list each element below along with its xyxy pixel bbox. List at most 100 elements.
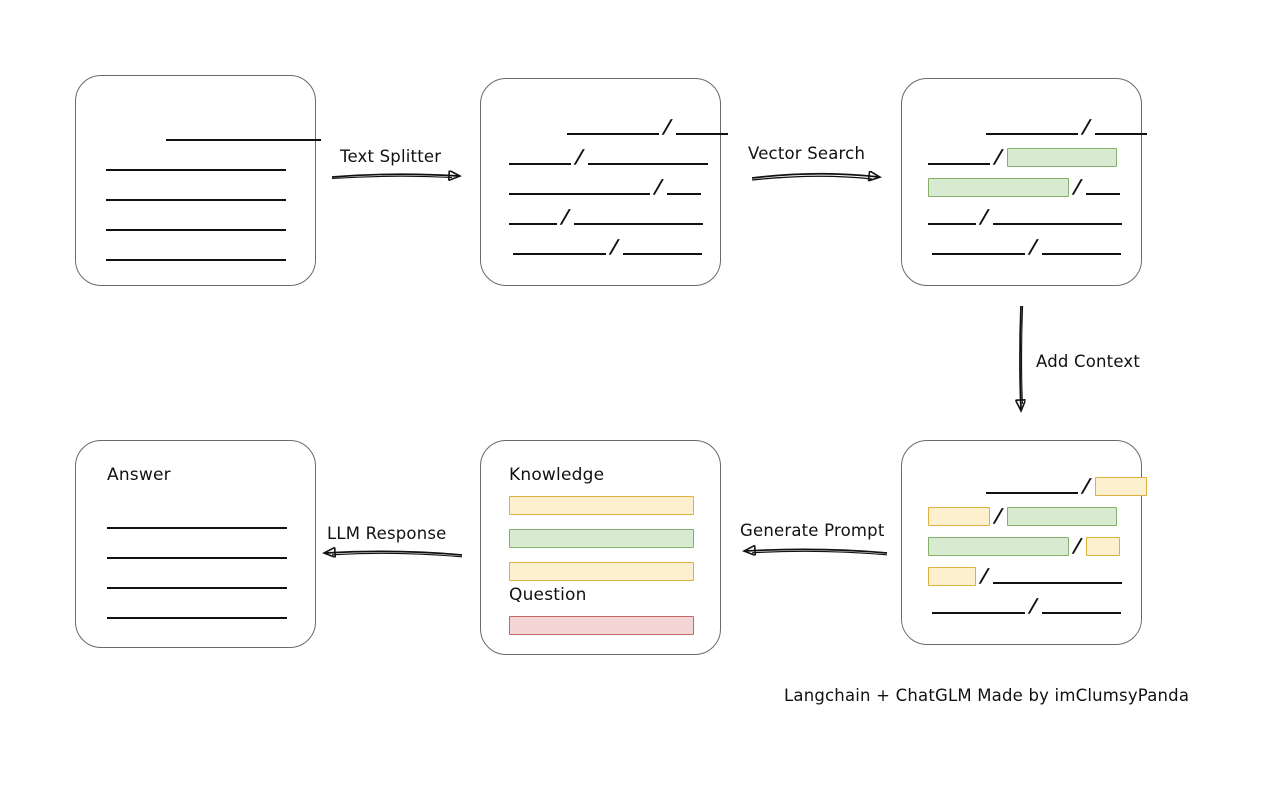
text-line-segment — [106, 217, 286, 231]
text-line-segment — [509, 181, 650, 195]
chunk-separator-slash: / — [980, 206, 989, 228]
highlight-chip-yellow — [928, 566, 976, 586]
document-row: / — [928, 146, 1141, 168]
card-answer[interactable]: Answer — [75, 440, 316, 648]
text-line-segment — [588, 151, 708, 165]
text-line-segment — [1086, 181, 1120, 195]
highlight-chip-green — [928, 177, 1069, 197]
document-row: / — [928, 475, 1147, 497]
arrow-label-llm-response: LLM Response — [327, 524, 447, 543]
card-context-chunks[interactable]: / / / / / — [901, 440, 1147, 645]
card-split-chunks[interactable]: / / / / / — [480, 78, 728, 286]
text-line-segment — [993, 211, 1122, 225]
highlight-chip-yellow — [928, 506, 990, 526]
document-row: / — [509, 206, 720, 228]
text-line-segment — [986, 121, 1078, 135]
document-row — [106, 123, 321, 143]
text-line-segment — [1042, 600, 1121, 614]
text-line-segment — [928, 211, 976, 225]
chunk-separator-slash: / — [610, 236, 619, 258]
knowledge-heading: Knowledge — [509, 465, 605, 485]
text-line-segment — [106, 247, 286, 261]
footer-credit: Langchain + ChatGLM Made by imClumsyPand… — [784, 686, 1190, 705]
arrow-add-context — [1020, 305, 1023, 410]
chunk-separator-slash: / — [1029, 595, 1038, 617]
text-line-segment — [106, 157, 286, 171]
document-row: / — [928, 505, 1141, 527]
document-row: / — [928, 206, 1141, 228]
chunk-separator-slash: / — [663, 116, 672, 138]
chunk-separator-slash: / — [994, 146, 1003, 168]
knowledge-bar-yellow — [509, 562, 694, 581]
chunk-separator-slash: / — [1029, 236, 1038, 258]
text-line-segment — [107, 605, 287, 619]
text-line-segment — [567, 121, 659, 135]
arrow-label-add-context: Add Context — [1036, 352, 1141, 371]
document-row: / — [928, 535, 1141, 557]
chunk-separator-slash: / — [980, 565, 989, 587]
card-matched-chunks[interactable]: / / / / / — [901, 78, 1147, 286]
knowledge-bar-green — [509, 529, 694, 548]
arrow-label-vector-search: Vector Search — [748, 144, 866, 163]
document-row — [107, 541, 315, 561]
text-line-segment — [986, 480, 1078, 494]
highlight-chip-green — [1007, 147, 1117, 167]
document-row: / — [509, 146, 720, 168]
text-line-segment — [574, 211, 703, 225]
highlight-chip-green — [1007, 506, 1117, 526]
chunk-separator-slash: / — [575, 146, 584, 168]
document-row: / — [928, 565, 1141, 587]
arrow-label-text-splitter: Text Splitter — [340, 147, 442, 166]
document-row: / — [928, 236, 1141, 258]
text-line-segment — [993, 570, 1122, 584]
highlight-chip-yellow — [1086, 536, 1120, 556]
text-line-segment — [107, 575, 287, 589]
answer-heading: Answer — [107, 465, 171, 485]
arrow-text-splitter — [331, 174, 459, 178]
arrow-label-generate-prompt: Generate Prompt — [740, 521, 885, 540]
document-row — [106, 183, 315, 203]
document-row: / — [509, 236, 720, 258]
document-row — [106, 153, 315, 173]
text-line-segment — [513, 241, 606, 255]
text-line-segment — [1042, 241, 1121, 255]
text-line-segment — [107, 515, 287, 529]
chunk-separator-slash: / — [1082, 475, 1091, 497]
chunk-separator-slash: / — [1073, 535, 1082, 557]
text-line-segment — [932, 241, 1025, 255]
document-row: / — [928, 116, 1147, 138]
text-line-segment — [932, 600, 1025, 614]
text-line-segment — [509, 211, 557, 225]
text-line-segment — [509, 151, 571, 165]
text-line-segment — [106, 187, 286, 201]
highlight-chip-yellow — [1095, 476, 1147, 496]
question-bar-red — [509, 616, 694, 635]
document-row — [106, 243, 315, 263]
text-line-segment — [623, 241, 702, 255]
document-row: / — [509, 116, 728, 138]
text-line-segment — [1095, 121, 1147, 135]
text-line-segment — [928, 151, 990, 165]
chunk-separator-slash: / — [654, 176, 663, 198]
text-line-segment — [667, 181, 701, 195]
text-line-segment — [166, 127, 321, 141]
chunk-separator-slash: / — [561, 206, 570, 228]
document-row — [107, 571, 315, 591]
chunk-separator-slash: / — [1073, 176, 1082, 198]
knowledge-bar-yellow — [509, 496, 694, 515]
document-row: / — [928, 176, 1141, 198]
text-line-segment — [107, 545, 287, 559]
card-prompt[interactable]: Knowledge Question — [480, 440, 721, 655]
card-source-document[interactable] — [75, 75, 321, 286]
question-heading: Question — [509, 585, 587, 605]
text-line-segment — [676, 121, 728, 135]
document-row — [106, 213, 315, 233]
arrow-llm-response — [325, 551, 463, 556]
document-row: / — [509, 176, 720, 198]
chunk-separator-slash: / — [994, 505, 1003, 527]
document-row — [107, 601, 315, 621]
chunk-separator-slash: / — [1082, 116, 1091, 138]
document-row — [107, 511, 315, 531]
arrow-vector-search — [751, 174, 879, 180]
